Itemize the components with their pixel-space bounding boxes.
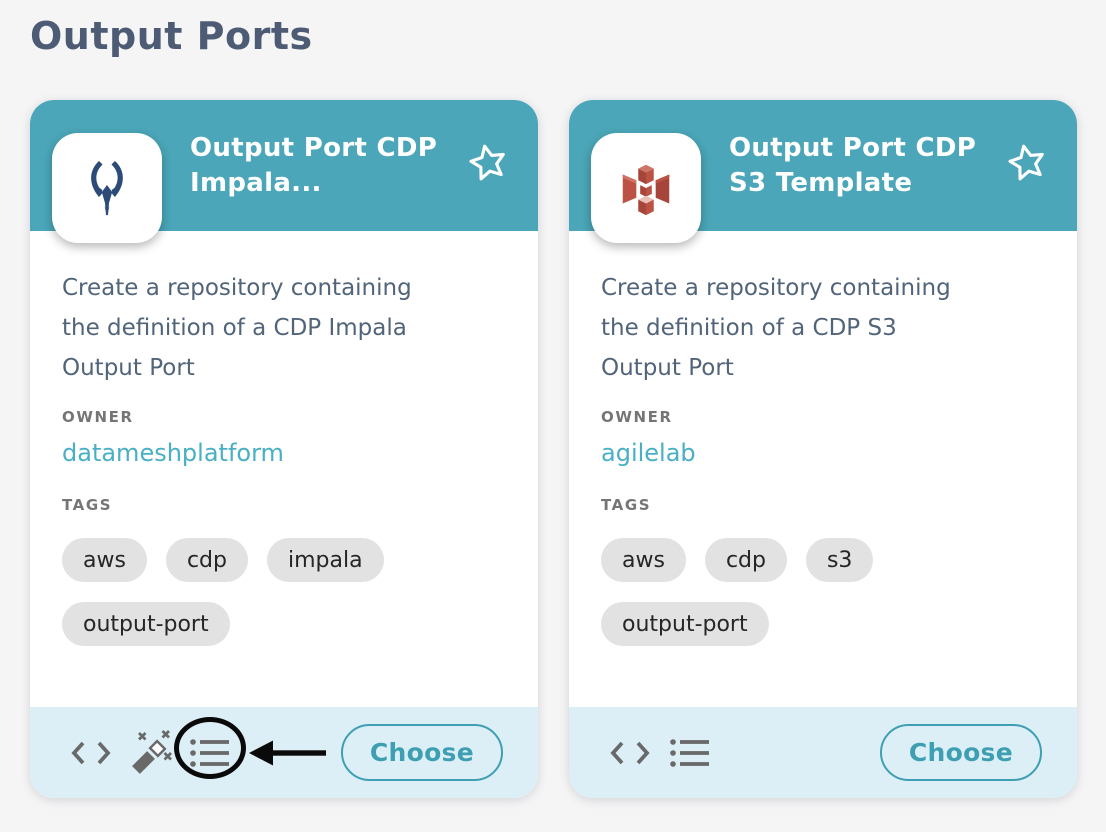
favorite-star-icon[interactable]: [466, 140, 510, 184]
impala-logo: [52, 133, 162, 243]
card-footer: Choose: [569, 707, 1077, 798]
choose-button[interactable]: Choose: [340, 724, 503, 781]
s3-icon: [622, 164, 670, 216]
page-title: Output Ports: [30, 14, 313, 58]
impala-icon: [91, 161, 123, 216]
tag-chip: output-port: [62, 602, 230, 646]
magic-wand-icon[interactable]: [128, 729, 174, 777]
tag-chip: s3: [805, 538, 874, 582]
list-icon-wrap: [174, 716, 246, 779]
template-cards-row: Output Port CDP Impala... Create a repos…: [30, 100, 1077, 798]
card-body: Create a repository containing the defin…: [30, 231, 538, 707]
tags-label: TAGS: [601, 496, 652, 514]
s3-logo: [591, 133, 701, 243]
owner-label: OWNER: [62, 408, 134, 426]
owner-link[interactable]: agilelab: [601, 439, 696, 467]
tag-chip: output-port: [601, 602, 769, 646]
annotation-arrow-icon: [249, 740, 326, 765]
template-description: Create a repository containing the defin…: [62, 275, 412, 381]
card-footer: Choose: [30, 707, 538, 798]
list-icon[interactable]: [189, 737, 231, 769]
tag-chip: aws: [601, 538, 686, 582]
tag-chip: cdp: [704, 538, 787, 582]
tag-list: aws cdp impala output-port: [62, 538, 482, 646]
footer-icons: [609, 737, 711, 769]
template-card-s3: Output Port CDP S3 Template Create a rep…: [569, 100, 1077, 798]
tags-label: TAGS: [62, 496, 113, 514]
card-body: Create a repository containing the defin…: [569, 231, 1077, 707]
code-icon[interactable]: [70, 740, 112, 766]
template-description: Create a repository containing the defin…: [601, 275, 951, 381]
owner-label: OWNER: [601, 408, 673, 426]
owner-link[interactable]: datameshplatform: [62, 439, 284, 467]
tag-chip: aws: [62, 538, 147, 582]
code-icon[interactable]: [609, 740, 651, 766]
card-title: Output Port CDP S3 Template: [729, 132, 977, 198]
tag-chip: cdp: [165, 538, 248, 582]
output-ports-page: Output Ports O: [30, 14, 1077, 798]
card-title: Output Port CDP Impala...: [190, 132, 438, 198]
favorite-star-icon[interactable]: [1005, 140, 1049, 184]
footer-icons: [70, 716, 328, 779]
card-header: Output Port CDP S3 Template: [569, 100, 1077, 243]
list-icon[interactable]: [669, 737, 711, 769]
template-card-impala: Output Port CDP Impala... Create a repos…: [30, 100, 538, 798]
tag-list: aws cdp s3 output-port: [601, 538, 1021, 646]
tag-chip: impala: [266, 538, 384, 582]
card-header: Output Port CDP Impala...: [30, 100, 538, 243]
choose-button[interactable]: Choose: [879, 724, 1042, 781]
